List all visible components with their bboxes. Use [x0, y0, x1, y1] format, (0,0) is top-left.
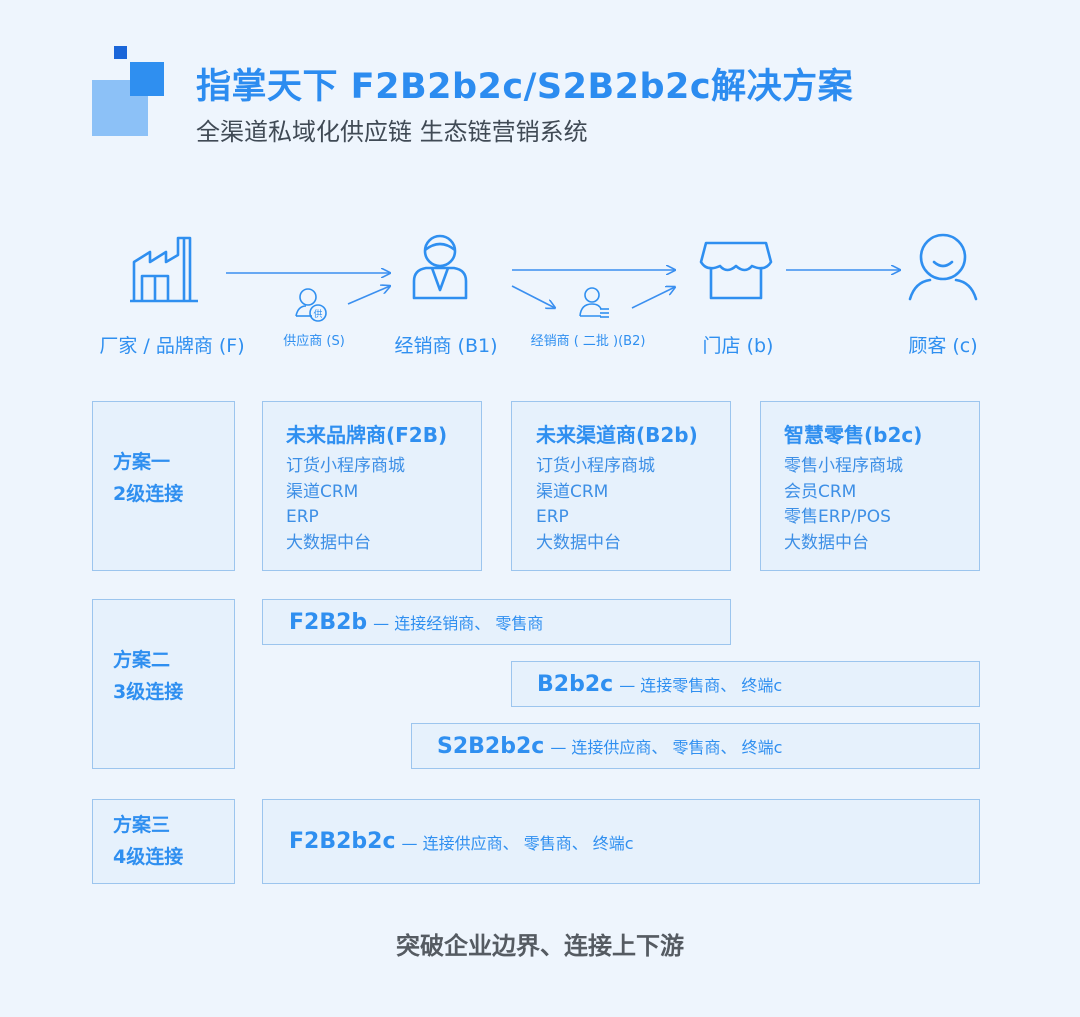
- businessperson-icon: [412, 234, 468, 300]
- card-item: 会员CRM: [784, 481, 857, 502]
- bar-code: S2B2b2c: [437, 733, 545, 759]
- card-title: 智慧零售(b2c): [784, 423, 923, 447]
- card-item: 渠道CRM: [286, 481, 359, 502]
- card-item: 订货小程序商城: [286, 456, 405, 476]
- card-item: 大数据中台: [536, 532, 621, 553]
- plan-two-box: 方案二 3级连接: [92, 599, 235, 769]
- card-title: 未来渠道商(B2b): [536, 423, 698, 447]
- logo-block-small: [114, 46, 127, 59]
- bar-f2b2b2c: F2B2b2c — 连接供应商、 零售商、 终端c: [262, 799, 980, 884]
- bar-desc: — 连接经销商、 零售商: [373, 614, 544, 633]
- card-item: ERP: [286, 507, 319, 527]
- node-label-customer: 顾客 (c): [908, 335, 978, 357]
- factory-icon: [130, 236, 198, 303]
- page-subtitle: 全渠道私域化供应链 生态链营销系统: [196, 118, 588, 146]
- bar-b2b2c: B2b2c — 连接零售商、 终端c: [511, 661, 980, 707]
- plan-one-box: 方案一 2级连接: [92, 401, 235, 571]
- storefront-icon: [699, 241, 773, 300]
- second-distributor-icon: [579, 287, 609, 318]
- arrow-second-to-store: [631, 287, 675, 309]
- customer-icon: [908, 233, 978, 301]
- arrow-supplier-to-distributor: [347, 286, 390, 305]
- card-item: 零售小程序商城: [784, 456, 903, 476]
- bar-desc: — 连接供应商、 零售商、 终端c: [550, 738, 783, 757]
- bar-code: F2B2b: [289, 609, 368, 635]
- bar-desc: — 连接零售商、 终端c: [619, 676, 783, 695]
- flow-diagram: 供: [130, 233, 978, 322]
- footer-slogan: 突破企业边界、连接上下游: [396, 932, 684, 960]
- plan-three-level: 4级连接: [113, 846, 184, 868]
- card-channel: 未来渠道商(B2b) 订货小程序商城 渠道CRM ERP 大数据中台: [511, 401, 731, 571]
- plan-one-name: 方案一: [113, 451, 171, 473]
- card-item: 大数据中台: [286, 532, 371, 553]
- bar-s2b2b2c: S2B2b2c — 连接供应商、 零售商、 终端c: [411, 723, 980, 769]
- arrow-distributor-to-second: [511, 285, 555, 308]
- card-item: 订货小程序商城: [536, 456, 655, 476]
- plan-two-name: 方案二: [113, 649, 171, 671]
- card-brand: 未来品牌商(F2B) 订货小程序商城 渠道CRM ERP 大数据中台: [262, 401, 482, 571]
- node-label-supplier: 供应商 (S): [283, 334, 345, 349]
- card-item: ERP: [536, 507, 569, 527]
- card-item: 大数据中台: [784, 532, 869, 553]
- node-label-distributor: 经销商 (B1): [394, 335, 498, 357]
- card-title: 未来品牌商(F2B): [286, 423, 448, 447]
- node-label-store: 门店 (b): [702, 335, 774, 357]
- node-label-manufacturer: 厂家 / 品牌商 (F): [99, 335, 245, 357]
- bar-f2b2b: F2B2b — 连接经销商、 零售商: [262, 599, 731, 645]
- plan-one-level: 2级连接: [113, 483, 184, 505]
- plan-three-name: 方案三: [113, 814, 171, 836]
- supplier-icon: 供: [295, 288, 327, 322]
- card-item: 零售ERP/POS: [784, 507, 891, 527]
- bar-code: F2B2b2c: [289, 829, 396, 854]
- card-retail: 智慧零售(b2c) 零售小程序商城 会员CRM 零售ERP/POS 大数据中台: [760, 401, 980, 571]
- plan-three-box: 方案三 4级连接: [92, 799, 235, 884]
- page-title: 指掌天下 F2B2b2c/S2B2b2c解决方案: [196, 67, 854, 107]
- logo-block-medium: [130, 62, 164, 96]
- bar-code: B2b2c: [537, 671, 614, 697]
- node-label-second-distributor: 经销商 ( 二批 )(B2): [530, 334, 646, 349]
- card-item: 渠道CRM: [536, 481, 609, 502]
- plan-two-level: 3级连接: [113, 681, 184, 703]
- bar-desc: — 连接供应商、 零售商、 终端c: [401, 833, 634, 853]
- supplier-badge: 供: [313, 308, 322, 320]
